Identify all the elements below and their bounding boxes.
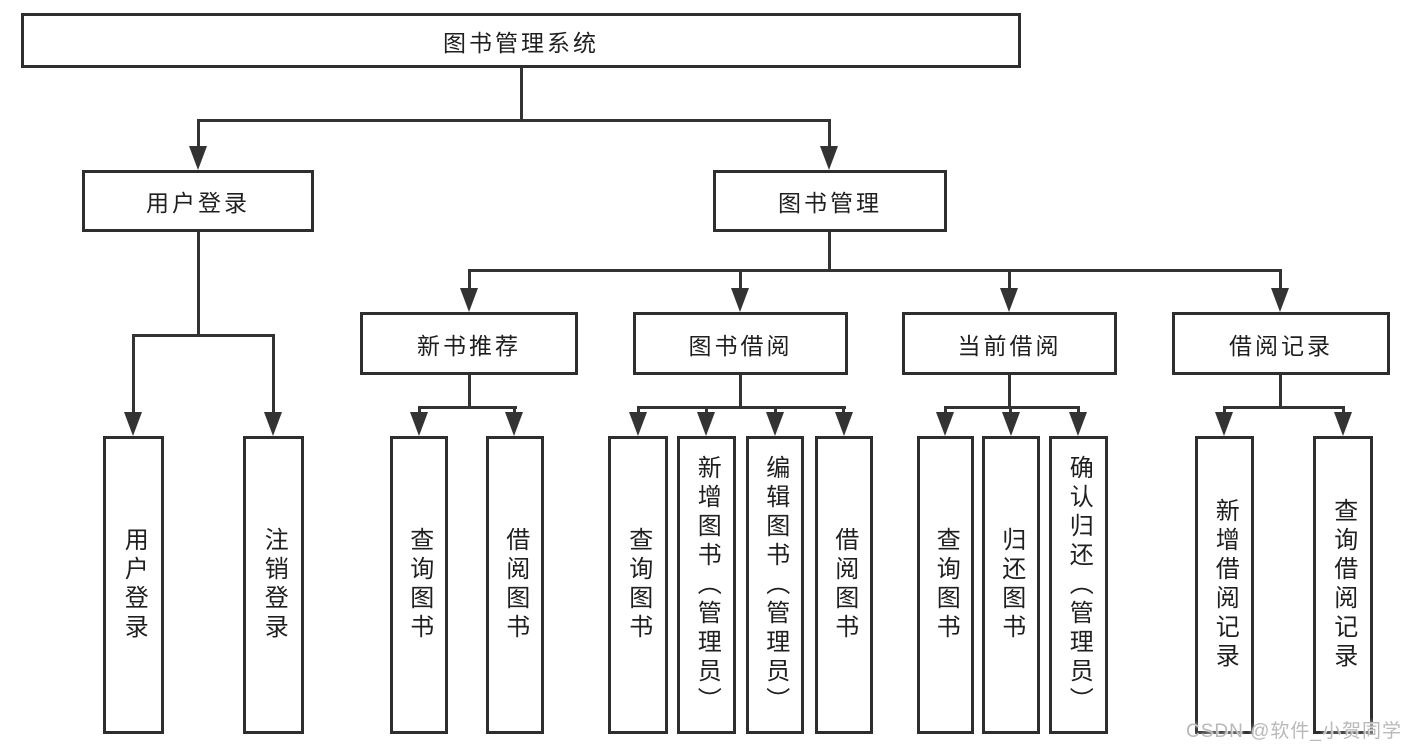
arrowhead bbox=[697, 412, 715, 436]
connector-line bbox=[637, 406, 846, 409]
connector-line bbox=[1009, 406, 1012, 416]
connector-line bbox=[739, 375, 742, 408]
leaf-confirm-return-admin-label: 确认归还（管理员） bbox=[1065, 454, 1093, 716]
connector-line bbox=[637, 406, 640, 416]
connector-line bbox=[1342, 406, 1345, 416]
arrowhead bbox=[936, 412, 954, 436]
connector-line bbox=[828, 119, 831, 150]
connector-line bbox=[705, 406, 708, 416]
connector-line bbox=[272, 334, 275, 414]
arrowhead bbox=[731, 288, 749, 312]
connector-line bbox=[774, 406, 777, 416]
leaf-logout: 注销登录 bbox=[243, 436, 304, 734]
arrowhead bbox=[410, 412, 428, 436]
arrowhead bbox=[505, 412, 523, 436]
arrowhead bbox=[1271, 288, 1289, 312]
connector-line bbox=[828, 232, 831, 272]
leaf-edit-book-admin: 编辑图书（管理员） bbox=[746, 436, 804, 734]
connector-line bbox=[1279, 375, 1282, 408]
node-borrowing-records: 借阅记录 bbox=[1172, 312, 1390, 375]
connector-line bbox=[1077, 406, 1080, 416]
node-user-login: 用户登录 bbox=[82, 170, 314, 232]
connector-line bbox=[132, 334, 275, 337]
leaf-return-books-label: 归还图书 bbox=[997, 527, 1025, 643]
leaf-borrow-books-borrowing-label: 借阅图书 bbox=[830, 527, 858, 643]
leaf-query-books-recommend: 查询图书 bbox=[390, 436, 448, 734]
connector-line bbox=[197, 232, 200, 337]
arrowhead bbox=[189, 146, 207, 170]
connector-line bbox=[1008, 269, 1011, 291]
connector-line bbox=[132, 334, 135, 414]
connector-line bbox=[944, 406, 947, 416]
connector-line bbox=[468, 269, 471, 291]
node-new-book-recommend: 新书推荐 bbox=[360, 312, 578, 375]
arrowhead bbox=[1000, 288, 1018, 312]
arrowhead bbox=[124, 412, 142, 436]
connector-line bbox=[1279, 269, 1282, 291]
connector-line bbox=[418, 406, 421, 416]
leaf-user-login: 用户登录 bbox=[103, 436, 164, 734]
leaf-query-books-borrowing: 查询图书 bbox=[608, 436, 668, 734]
leaf-borrow-books-recommend: 借阅图书 bbox=[486, 436, 544, 734]
arrowhead bbox=[1069, 412, 1087, 436]
leaf-query-books-current-label: 查询图书 bbox=[932, 527, 960, 643]
connector-line bbox=[739, 269, 742, 291]
node-new-book-recommend-label: 新书推荐 bbox=[417, 332, 521, 359]
node-book-borrowing: 图书借阅 bbox=[633, 312, 848, 375]
leaf-query-borrow-record-label: 查询借阅记录 bbox=[1329, 498, 1357, 672]
leaf-add-book-admin-label: 新增图书（管理员） bbox=[693, 454, 721, 716]
connector-line bbox=[197, 119, 831, 122]
connector-line bbox=[1008, 375, 1011, 408]
leaf-user-login-label: 用户登录 bbox=[120, 527, 148, 643]
connector-line bbox=[468, 269, 1280, 272]
arrowhead bbox=[1215, 412, 1233, 436]
node-user-login-label: 用户登录 bbox=[146, 190, 250, 216]
connector-line bbox=[513, 406, 516, 416]
leaf-query-borrow-record: 查询借阅记录 bbox=[1313, 436, 1373, 734]
node-book-management: 图书管理 bbox=[713, 170, 947, 232]
connector-line bbox=[468, 375, 471, 408]
arrowhead bbox=[1002, 412, 1020, 436]
watermark: CSDN @软件_小贺同学 bbox=[1186, 721, 1402, 742]
leaf-edit-book-admin-label: 编辑图书（管理员） bbox=[761, 454, 789, 716]
arrowhead bbox=[1334, 412, 1352, 436]
node-book-borrowing-label: 图书借阅 bbox=[688, 332, 793, 359]
connector-line bbox=[944, 406, 1080, 409]
arrowhead bbox=[629, 412, 647, 436]
leaf-add-borrow-record-label: 新增借阅记录 bbox=[1211, 498, 1239, 672]
leaf-query-books-borrowing-label: 查询图书 bbox=[624, 527, 652, 643]
leaf-query-books-recommend-label: 查询图书 bbox=[405, 527, 433, 643]
node-library-system-label: 图书管理系统 bbox=[443, 29, 599, 56]
arrowhead bbox=[460, 288, 478, 312]
connector-line bbox=[842, 406, 845, 416]
arrowhead bbox=[264, 412, 282, 436]
leaf-borrow-books-borrowing: 借阅图书 bbox=[815, 436, 873, 734]
connector-line bbox=[197, 119, 200, 150]
leaf-logout-label: 注销登录 bbox=[260, 527, 288, 643]
arrowhead bbox=[820, 146, 838, 170]
connector-line bbox=[418, 406, 517, 409]
leaf-add-borrow-record: 新增借阅记录 bbox=[1195, 436, 1254, 734]
arrowhead bbox=[766, 412, 784, 436]
connector-line bbox=[1223, 406, 1226, 416]
node-book-management-label: 图书管理 bbox=[778, 190, 882, 216]
leaf-query-books-current: 查询图书 bbox=[917, 436, 974, 734]
node-current-borrowing-label: 当前借阅 bbox=[957, 332, 1062, 359]
connector-line bbox=[1223, 406, 1345, 409]
node-borrowing-records-label: 借阅记录 bbox=[1229, 332, 1333, 359]
arrowhead bbox=[835, 412, 853, 436]
leaf-borrow-books-recommend-label: 借阅图书 bbox=[501, 527, 529, 643]
node-library-system: 图书管理系统 bbox=[21, 13, 1021, 68]
node-current-borrowing: 当前借阅 bbox=[902, 312, 1117, 375]
leaf-add-book-admin: 新增图书（管理员） bbox=[677, 436, 736, 734]
connector-line bbox=[520, 68, 523, 121]
leaf-confirm-return-admin: 确认归还（管理员） bbox=[1049, 436, 1108, 734]
leaf-return-books: 归还图书 bbox=[982, 436, 1040, 734]
